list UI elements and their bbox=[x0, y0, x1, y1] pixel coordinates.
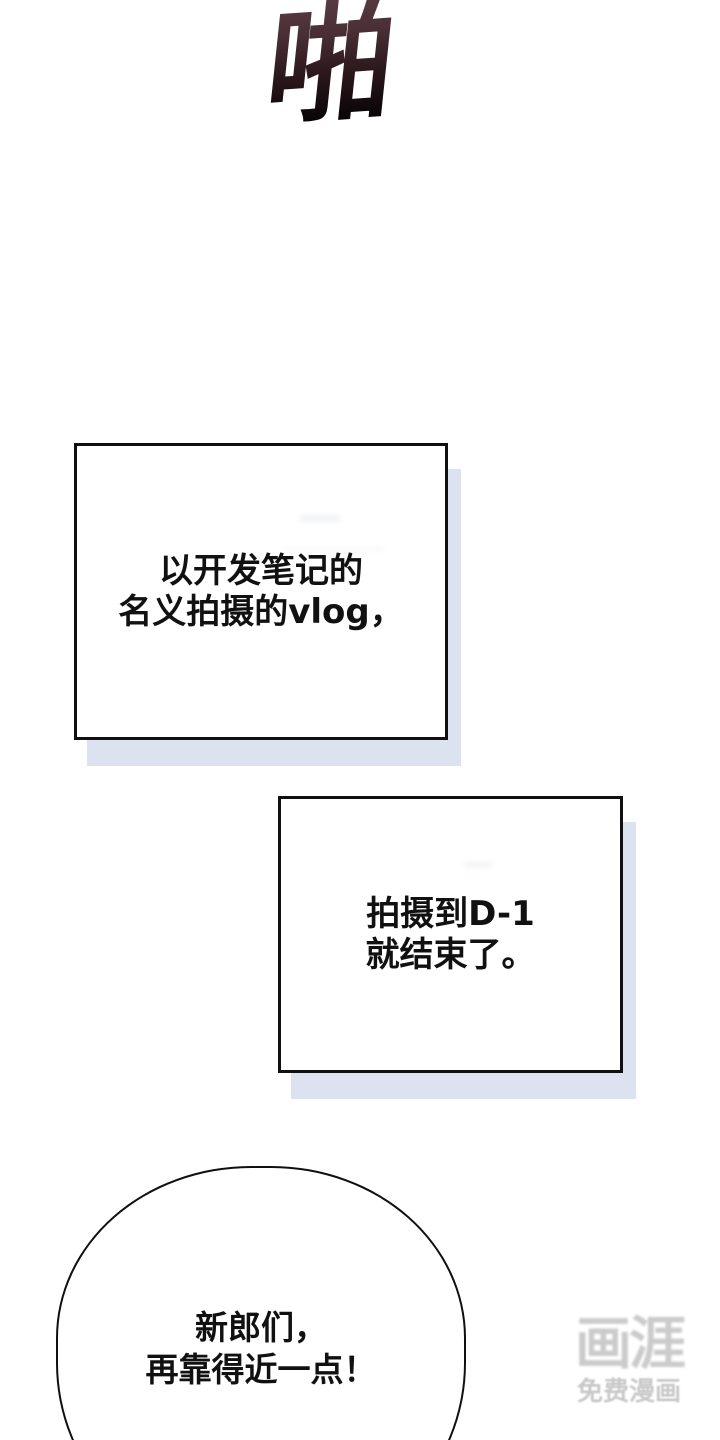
watermark-tagline: 免费漫画 bbox=[576, 1377, 681, 1407]
watermark-logo: 画涯 bbox=[575, 1311, 686, 1377]
erased-text-smudge bbox=[284, 547, 384, 551]
speech-box-2-line-1: 拍摄到D-1 bbox=[366, 893, 535, 934]
speech-box-1-line-1: 以开发笔记的 bbox=[159, 550, 363, 591]
site-watermark: 画涯 免费漫画 bbox=[554, 1314, 704, 1406]
speech-box-1-line-2: 名义拍摄的vlog， bbox=[118, 591, 404, 632]
speech-bubble: 新郎们， 再靠得近一点！ bbox=[56, 1166, 466, 1440]
speech-box-1: 以开发笔记的 名义拍摄的vlog， bbox=[74, 443, 448, 740]
speech-bubble-line-2: 再靠得近一点！ bbox=[145, 1350, 377, 1389]
speech-bubble-line-1: 新郎们， bbox=[195, 1308, 327, 1347]
speech-box-2: 拍摄到D-1 就结束了。 bbox=[278, 796, 623, 1073]
sfx-sound-effect-text: 啪 bbox=[238, 0, 424, 147]
erased-text-smudge bbox=[464, 861, 492, 868]
erased-text-smudge bbox=[300, 515, 340, 522]
speech-box-2-line-2: 就结束了。 bbox=[365, 934, 536, 975]
